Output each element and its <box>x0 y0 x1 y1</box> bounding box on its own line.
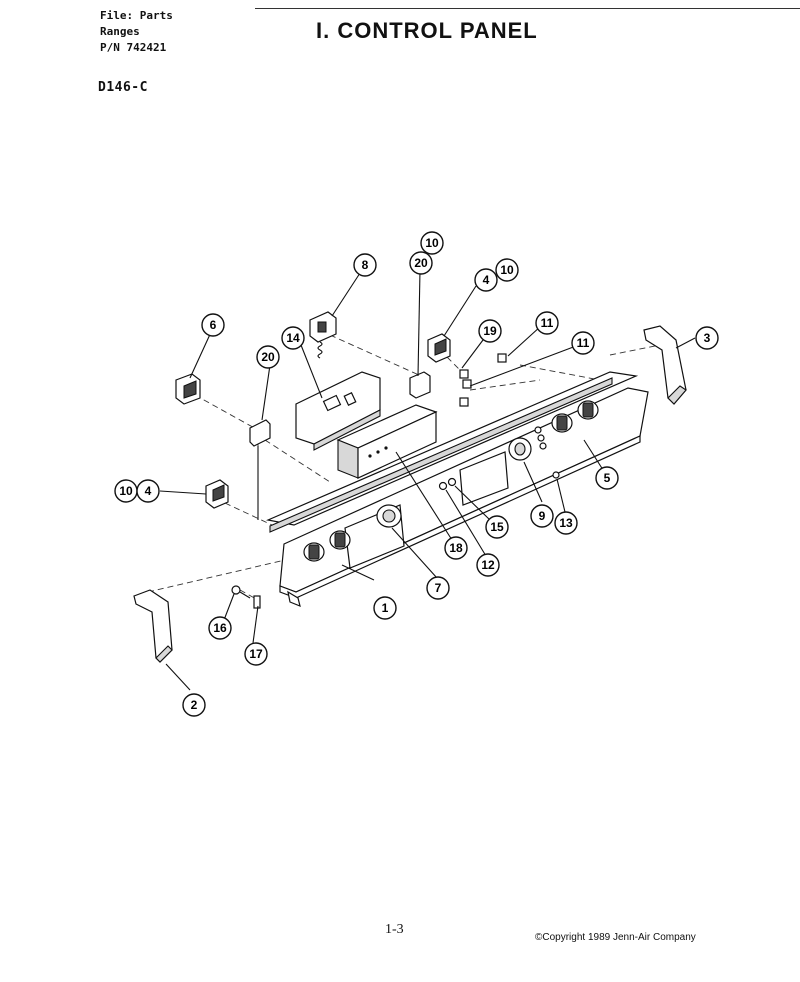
callout-18: 18 <box>444 536 468 560</box>
svg-text:12: 12 <box>481 558 495 572</box>
callout-11-upper: 11 <box>535 311 559 335</box>
callout-15: 15 <box>485 515 509 539</box>
svg-text:6: 6 <box>210 318 217 332</box>
svg-text:2: 2 <box>191 698 198 712</box>
file-info-block: File: Parts Ranges P/N 742421 <box>100 8 173 56</box>
svg-text:10: 10 <box>425 236 439 250</box>
svg-text:10: 10 <box>500 263 514 277</box>
callout-13: 13 <box>554 511 578 535</box>
right-burner-knobs <box>551 400 599 433</box>
svg-text:14: 14 <box>286 331 300 345</box>
callout-2: 2 <box>182 693 206 717</box>
file-line: File: Parts <box>100 9 173 22</box>
svg-text:17: 17 <box>249 647 263 661</box>
callout-3: 3 <box>695 326 719 350</box>
callout-10-left: 10 <box>114 479 138 503</box>
callout-1: 1 <box>373 596 397 620</box>
part-number-line: P/N 742421 <box>100 41 167 54</box>
callout-17: 17 <box>244 642 268 666</box>
svg-text:19: 19 <box>483 324 497 338</box>
callout-14: 14 <box>281 326 305 350</box>
svg-text:9: 9 <box>539 509 546 523</box>
clip-20-right <box>409 371 431 399</box>
svg-text:1: 1 <box>382 601 389 615</box>
callout-7: 7 <box>426 576 450 600</box>
svg-text:13: 13 <box>559 516 573 530</box>
clip-20-left <box>249 419 271 520</box>
category-line: Ranges <box>100 25 140 38</box>
callouts: 1 2 3 10 4 5 6 7 8 9 10 20 4 10 11 11 12… <box>114 231 719 717</box>
mounting-bracket <box>309 311 337 359</box>
callout-11-lower: 11 <box>571 331 595 355</box>
callout-20-left: 20 <box>256 345 280 369</box>
svg-text:10: 10 <box>119 484 133 498</box>
switch-6 <box>175 373 201 405</box>
callout-16: 16 <box>208 616 232 640</box>
callout-10-right: 10 <box>495 258 519 282</box>
callout-6: 6 <box>201 313 225 337</box>
svg-text:11: 11 <box>541 316 554 330</box>
control-panel-backguard <box>265 371 649 607</box>
svg-text:5: 5 <box>604 471 611 485</box>
callout-10-top: 10 <box>420 231 444 255</box>
right-end-cap <box>643 325 687 405</box>
svg-text:7: 7 <box>435 581 442 595</box>
svg-text:3: 3 <box>704 331 711 345</box>
svg-text:4: 4 <box>483 273 490 287</box>
svg-text:8: 8 <box>362 258 369 272</box>
page-number: 1-3 <box>385 922 404 937</box>
clock-timer-module <box>295 371 381 451</box>
switch-4-left <box>205 479 229 509</box>
callout-20-top: 20 <box>409 251 433 275</box>
left-burner-knobs <box>303 530 351 562</box>
svg-text:4: 4 <box>145 484 152 498</box>
callout-8: 8 <box>353 253 377 277</box>
screws <box>231 585 261 609</box>
switch-4-top <box>427 333 451 363</box>
callout-12: 12 <box>476 553 500 577</box>
svg-text:20: 20 <box>261 350 275 364</box>
display-lens <box>336 404 438 479</box>
callout-19: 19 <box>478 319 502 343</box>
svg-text:20: 20 <box>414 256 428 270</box>
callout-9: 9 <box>530 504 554 528</box>
left-end-cap <box>133 589 173 663</box>
page-title: I. CONTROL PANEL <box>316 18 538 43</box>
light-sockets <box>459 353 507 407</box>
svg-text:18: 18 <box>449 541 463 555</box>
callout-5: 5 <box>595 466 619 490</box>
model-code: D146-C <box>98 80 148 95</box>
copyright-notice: ©Copyright 1989 Jenn-Air Company <box>535 932 696 943</box>
top-rule <box>255 8 800 9</box>
svg-text:16: 16 <box>213 621 227 635</box>
callout-4-left: 4 <box>136 479 160 503</box>
svg-text:11: 11 <box>577 336 590 350</box>
callout-4-top: 4 <box>474 268 498 292</box>
svg-text:15: 15 <box>490 520 504 534</box>
leader-lines <box>159 269 696 691</box>
